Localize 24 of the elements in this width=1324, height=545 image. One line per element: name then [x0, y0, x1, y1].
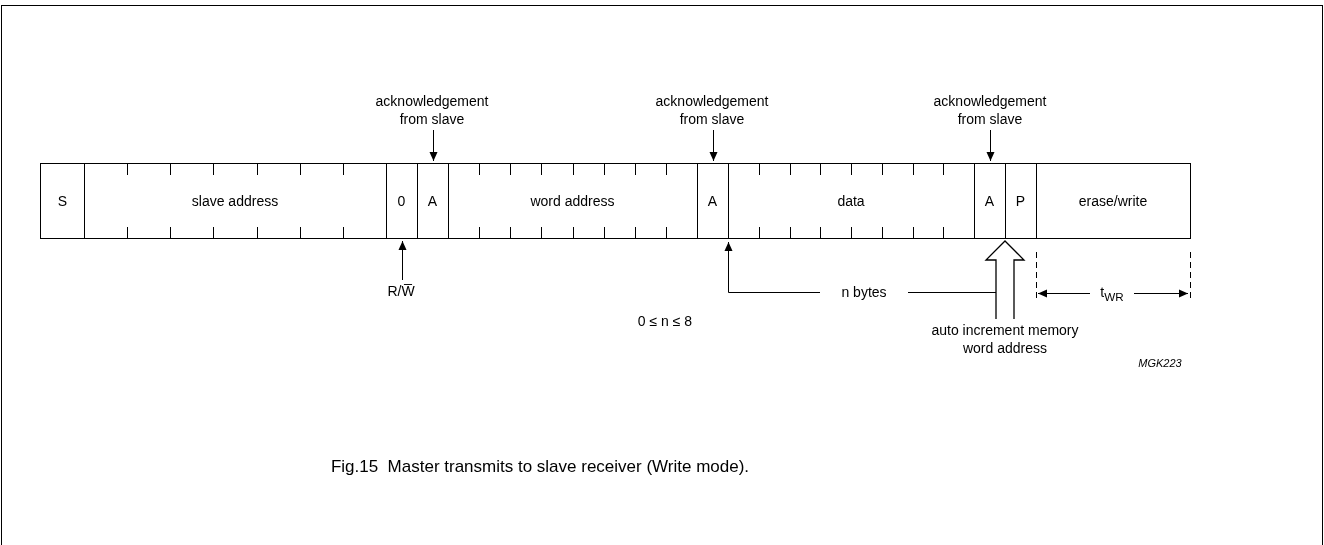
bit-field: 0 — [386, 163, 418, 239]
arrow — [709, 129, 718, 162]
ack-bit-field: A — [417, 163, 449, 239]
range-note: 0 ≤ n ≤ 8 — [636, 312, 694, 330]
annotation-text: acknowledgement from slave — [925, 92, 1055, 128]
annotation-text: acknowledgement from slave — [367, 92, 497, 128]
arrow — [398, 240, 407, 281]
address-field: slave address — [84, 163, 387, 239]
figure-caption: Fig.15 Master transmits to slave receiver (Write mode). — [329, 458, 751, 476]
annotation-text: auto increment memory word address — [930, 321, 1080, 357]
ack-bit-field: A — [697, 163, 729, 239]
arrow — [429, 129, 438, 162]
block-arrow — [984, 240, 1026, 320]
stop-bit-field: P — [1005, 163, 1037, 239]
annotation-text: acknowledgement from slave — [647, 92, 777, 128]
ack-bit-field: A — [974, 163, 1006, 239]
data-field: data — [728, 163, 975, 239]
address-field: word address — [448, 163, 698, 239]
write-cycle-field: erase/write — [1036, 163, 1191, 239]
figure-code: MGK223 — [1137, 356, 1183, 371]
arrow — [986, 129, 995, 162]
edge-label: n bytes — [820, 283, 908, 301]
signal-name: R/W̅ — [371, 282, 431, 300]
start-bit-field: S — [40, 163, 85, 239]
